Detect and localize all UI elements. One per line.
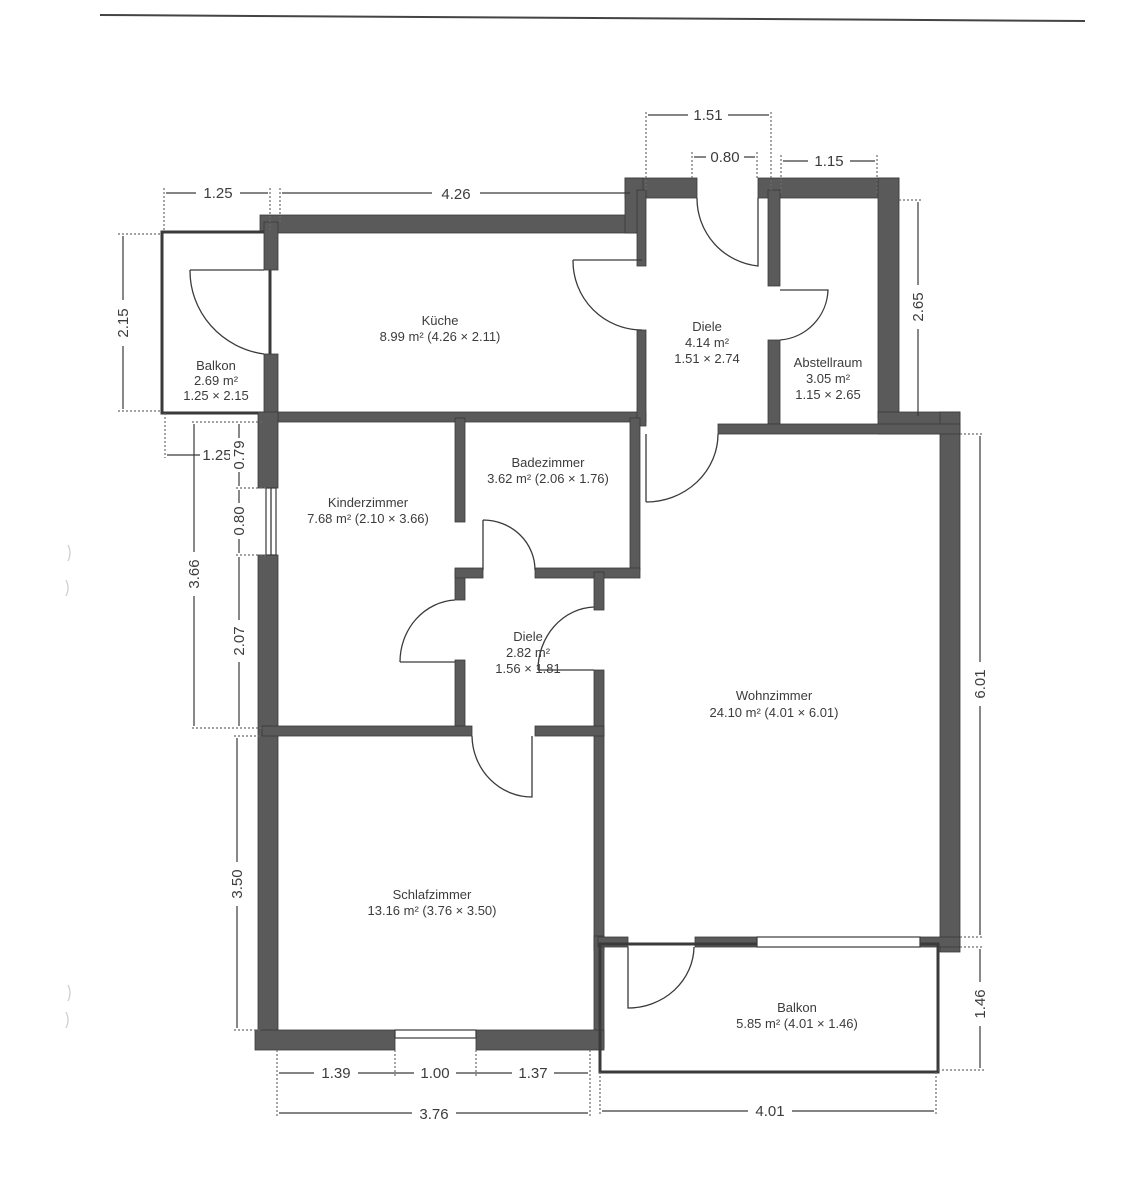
room-schlafzimmer: Schlafzimmer 13.16 m² (3.76 × 3.50): [368, 887, 497, 918]
door-balkon-large: [627, 946, 695, 1009]
dim-label: 3.50: [229, 869, 246, 898]
dim-left-balkon-bottom: 1.25: [164, 413, 232, 464]
dim-label: 4.26: [441, 186, 470, 203]
room-size: 1.56 × 1.81: [495, 661, 560, 676]
room-name: Diele: [692, 319, 722, 334]
dim-bottom-schlaf-parts: 1.39 1.00 1.37: [276, 1050, 591, 1118]
dim-label: 2.15: [115, 308, 132, 337]
dim-left-schlaf-height: 3.50: [228, 735, 262, 1031]
dim-top-abstell: 1.15: [780, 151, 878, 195]
door-schlafzimmer: [471, 735, 533, 798]
room-balkon-large: Balkon 5.85 m² (4.01 × 1.46): [736, 1000, 858, 1031]
door-entry: [696, 197, 759, 267]
dim-bottom-balkon: 4.01: [599, 1072, 937, 1120]
dim-top-balkon: 1.25: [163, 183, 271, 232]
door-kueche: [572, 259, 643, 331]
dim-label: 1.51: [693, 107, 722, 124]
dim-label: 0.79: [231, 440, 248, 469]
dim-right-abstell: 2.65: [899, 199, 927, 416]
dim-left-balkon: 2.15: [114, 233, 162, 412]
room-name: Abstellraum: [794, 355, 863, 370]
door-wohnzimmer-top: [645, 433, 719, 503]
room-name: Schlafzimmer: [393, 887, 472, 902]
dim-label: 1.46: [972, 989, 989, 1018]
dim-top-kueche: 4.26: [279, 183, 630, 222]
dim-bottom-schlaf-total: 3.76: [279, 1103, 588, 1123]
dim-label: 3.66: [186, 559, 203, 588]
room-kueche: Küche 8.99 m² (4.26 × 2.11): [380, 313, 501, 344]
room-size: 1.51 × 2.74: [674, 351, 739, 366]
room-abstellraum: Abstellraum 3.05 m² 1.15 × 2.65: [794, 355, 863, 402]
dim-label: 2.07: [231, 626, 248, 655]
room-badezimmer: Badezimmer 3.62 m² (2.06 × 1.76): [487, 455, 609, 486]
room-area: 2.82 m²: [506, 645, 551, 660]
scan-edge-line: [99, 14, 1086, 22]
room-area: 24.10 m² (4.01 × 6.01): [710, 705, 839, 720]
door-kinderzimmer: [399, 599, 456, 663]
dim-top-entry-door: 0.80: [691, 147, 758, 180]
dim-label: 1.15: [814, 153, 843, 170]
windows: [265, 487, 921, 1039]
dim-right-balkon: 1.46: [938, 946, 989, 1071]
door-abstellraum: [779, 289, 829, 341]
room-area: 3.62 m² (2.06 × 1.76): [487, 471, 609, 486]
room-name: Balkon: [777, 1000, 817, 1015]
dim-label: 2.65: [910, 292, 927, 321]
room-kinderzimmer: Kinderzimmer 7.68 m² (2.10 × 3.66): [307, 495, 429, 526]
room-wohnzimmer: Wohnzimmer 24.10 m² (4.01 × 6.01): [710, 688, 839, 720]
door-balkon-small: [189, 269, 265, 355]
dim-label: 6.01: [972, 669, 989, 698]
room-name: Balkon: [196, 358, 236, 373]
room-area: 5.85 m² (4.01 × 1.46): [736, 1016, 858, 1031]
dim-label: 3.76: [419, 1106, 448, 1123]
scan-mark: [65, 544, 71, 1029]
room-diele-top: Diele 4.14 m² 1.51 × 2.74: [674, 319, 739, 366]
dim-label: 1.00: [420, 1065, 449, 1082]
dim-left-kinder-height: 3.66: [185, 424, 203, 726]
door-wohnzimmer-middle: [537, 606, 595, 671]
dim-right-wohn: 6.01: [960, 433, 989, 938]
room-area: 2.69 m²: [194, 373, 239, 388]
door-badezimmer: [482, 519, 536, 571]
dim-label: 1.25: [203, 185, 232, 202]
room-name: Wohnzimmer: [736, 688, 813, 703]
room-area: 3.05 m²: [806, 371, 851, 386]
dim-top-diele: 1.51: [645, 105, 772, 190]
room-size: 1.25 × 2.15: [183, 388, 248, 403]
dim-label: 1.37: [518, 1065, 547, 1082]
dim-label: 0.80: [710, 149, 739, 166]
room-name: Kinderzimmer: [328, 495, 409, 510]
doors: [189, 197, 829, 1009]
dim-label: 1.39: [321, 1065, 350, 1082]
dim-left-kinder-wall-bottom: 2.07: [192, 557, 262, 729]
room-name: Diele: [513, 629, 543, 644]
room-area: 7.68 m² (2.10 × 3.66): [307, 511, 429, 526]
dim-label: 4.01: [755, 1103, 784, 1120]
window-schlafzimmer: [394, 1029, 477, 1039]
room-area: 13.16 m² (3.76 × 3.50): [368, 903, 497, 918]
room-area: 8.99 m² (4.26 × 2.11): [380, 329, 501, 344]
room-area: 4.14 m²: [685, 335, 730, 350]
dim-label: 0.80: [231, 506, 248, 535]
dim-label: 1.25: [202, 447, 231, 464]
dim-left-kinder-wall-top: 0.79: [192, 421, 262, 486]
room-diele-middle: Diele 2.82 m² 1.56 × 1.81: [495, 629, 560, 676]
dim-left-kinder-window: 0.80: [230, 487, 266, 556]
room-name: Badezimmer: [512, 455, 586, 470]
window-wohnzimmer: [756, 936, 921, 948]
room-balkon-small: Balkon 2.69 m² 1.25 × 2.15: [183, 358, 248, 403]
walls: [160, 177, 961, 1074]
room-name: Küche: [422, 313, 459, 328]
room-size: 1.15 × 2.65: [795, 387, 860, 402]
